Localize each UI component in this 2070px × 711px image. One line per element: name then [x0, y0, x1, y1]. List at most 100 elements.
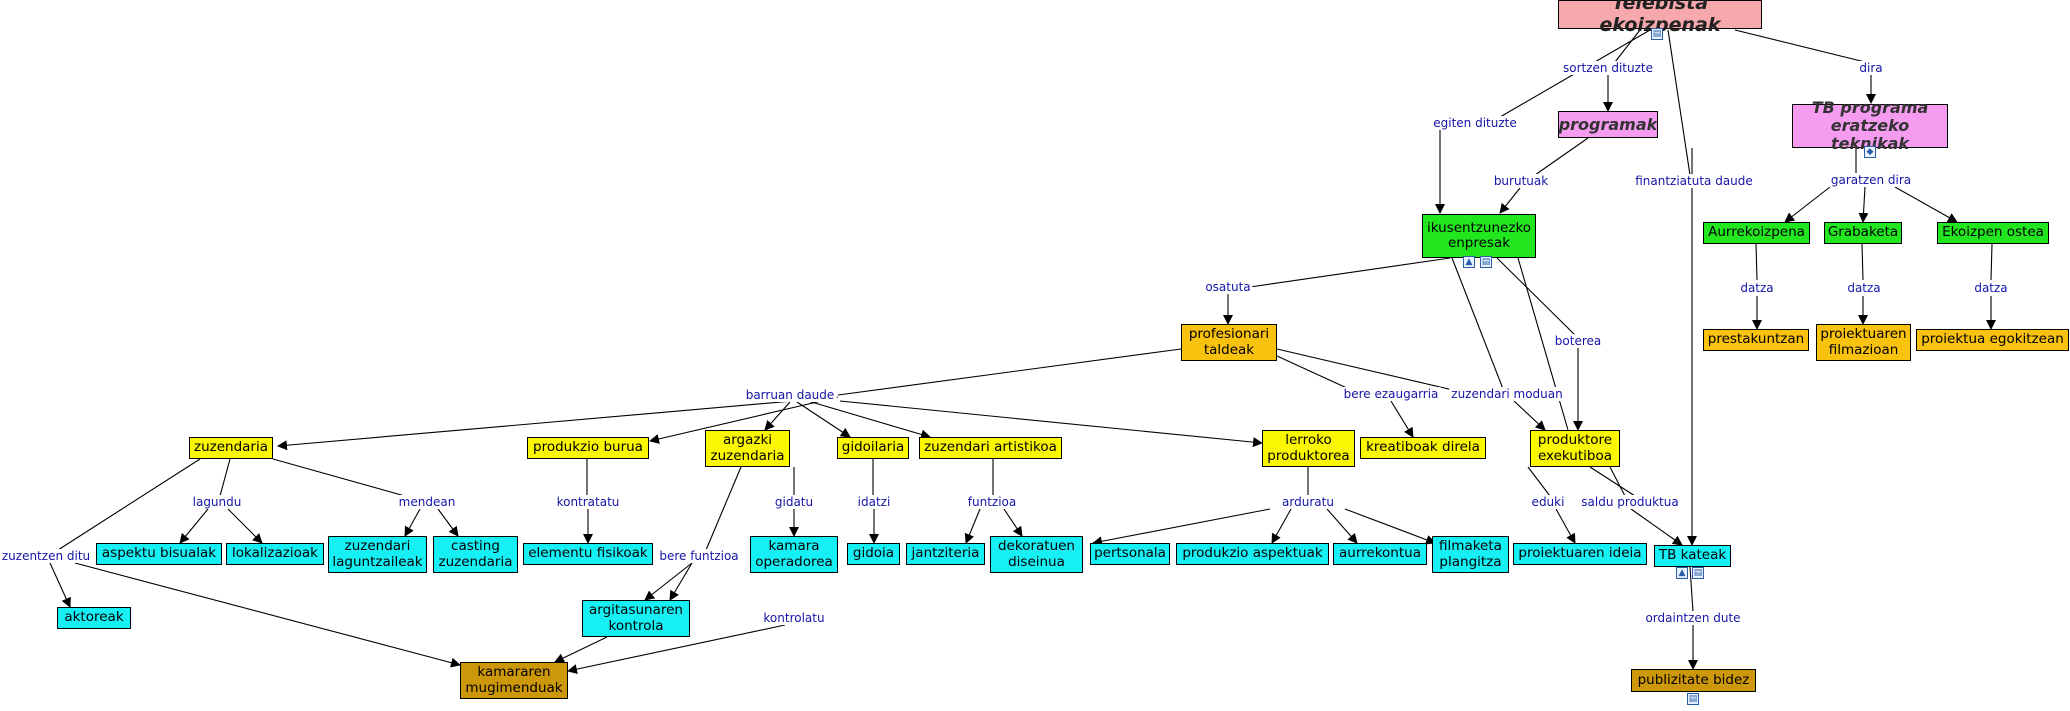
- arrow-connector: [277, 396, 839, 451]
- node-kamararen-mugimenduak[interactable]: kamararen mugimenduak: [460, 662, 568, 699]
- document-icon[interactable]: ▤: [1687, 693, 1699, 705]
- node-ikusentzunezko-enpresak[interactable]: ikusentzunezko enpresak: [1422, 214, 1536, 258]
- line-connector: [1527, 466, 1551, 497]
- link-bere-ezaugarria: bere ezaugarria: [1341, 387, 1441, 401]
- arrow-connector: [644, 562, 693, 601]
- arrow-connector: [404, 508, 421, 537]
- node-zuzendari-laguntzaileak[interactable]: zuzendari laguntzaileak: [328, 536, 427, 573]
- arrow-connector: [1499, 187, 1521, 214]
- arrow-connector: [964, 508, 981, 544]
- arrow-connector: [227, 508, 263, 544]
- node-aurrekoizpena[interactable]: Aurrekoizpena: [1703, 222, 1810, 244]
- node-ekoizpen-ostea[interactable]: Ekoizpen ostea: [1937, 222, 2049, 244]
- node-prestakuntzan[interactable]: prestakuntzan: [1703, 329, 1809, 351]
- arrow-connector: [764, 401, 791, 431]
- arrow-connector: [1513, 400, 1546, 431]
- node-produkzio-burua[interactable]: produkzio burua: [527, 437, 649, 459]
- link-saldu-produktua: saldu produktua: [1579, 495, 1681, 509]
- node-pertsonala[interactable]: pertsonala: [1090, 543, 1170, 565]
- arrow-connector: [839, 400, 1263, 448]
- node-proiektua-egokitzean[interactable]: proiektua egokitzean: [1916, 329, 2069, 351]
- line-connector: [272, 458, 406, 497]
- arrow-connector: [554, 636, 608, 663]
- link-bere-funtzioa: bere funtzioa: [657, 549, 741, 563]
- node-programak[interactable]: programak: [1558, 111, 1658, 138]
- node-gidoilaria[interactable]: gidoilaria: [837, 437, 909, 459]
- line-connector: [1990, 243, 1993, 281]
- node-casting-zuzendaria[interactable]: casting zuzendaria: [433, 536, 518, 573]
- link-idatzi: idatzi: [855, 495, 893, 509]
- link-garatzen-dira: garatzen dira: [1828, 173, 1914, 187]
- node-proiektuaren-filmazioan[interactable]: proiektuaren filmazioan: [1816, 324, 1911, 361]
- link-eduki: eduki: [1529, 495, 1567, 509]
- arrow-connector: [74, 562, 461, 668]
- node-tb-programa-teknikak[interactable]: TB programa eratzeko teknikak: [1792, 99, 1948, 152]
- line-connector: [219, 458, 231, 497]
- node-grabaketa[interactable]: Grabaketa: [1824, 222, 1902, 244]
- link-datza-2: datza: [1845, 281, 1883, 295]
- arrow-connector: [796, 401, 851, 438]
- line-connector: [1689, 566, 1694, 613]
- link-finantziatuta-daude: finantziatuta daude: [1633, 174, 1755, 188]
- node-kreatiboak-direla[interactable]: kreatiboak direla: [1360, 437, 1486, 459]
- arrow-connector: [567, 624, 786, 675]
- node-profesionari-taldeak[interactable]: profesionari taldeak: [1181, 324, 1277, 361]
- node-produkzio-aspektuak[interactable]: produkzio aspektuak: [1176, 543, 1329, 565]
- node-argazki-zuzendaria[interactable]: argazki zuzendaria: [705, 430, 790, 467]
- line-connector: [1614, 29, 1641, 63]
- node-elementu-fisikoak[interactable]: elementu fisikoak: [523, 543, 653, 565]
- link-zuzentzen-ditu: zuzentzen ditu: [0, 549, 93, 563]
- node-aspektu-bisualak[interactable]: aspektu bisualak: [96, 543, 222, 565]
- concept-map-icon[interactable]: ◆: [1864, 146, 1876, 158]
- arrow-connector: [1390, 400, 1414, 438]
- node-aurrekontua[interactable]: aurrekontua: [1333, 543, 1427, 565]
- arrow-connector: [179, 508, 209, 544]
- node-lerroko-produktorea[interactable]: lerroko produktorea: [1262, 430, 1355, 467]
- document-icon[interactable]: ▤: [1692, 567, 1704, 579]
- arrow-connector: [1630, 508, 1683, 546]
- link-datza-3: datza: [1972, 281, 2010, 295]
- node-argitasunaren-kontrola[interactable]: argitasunaren kontrola: [582, 600, 690, 637]
- document-icon[interactable]: ▤: [1651, 28, 1663, 40]
- node-zuzendari-artistikoa[interactable]: zuzendari artistikoa: [919, 437, 1062, 459]
- link-kontrolatu: kontrolatu: [761, 611, 827, 625]
- link-barruan-daude: barruan daude: [743, 388, 837, 402]
- node-tb-kateak[interactable]: TB kateak: [1654, 545, 1731, 567]
- node-proiektuaren-ideia[interactable]: proiektuaren ideia: [1513, 543, 1647, 565]
- line-connector: [1534, 137, 1589, 176]
- arrow-connector: [1784, 186, 1831, 223]
- node-telebista-ekoizpenak[interactable]: Telebista ekoizpenak: [1558, 0, 1762, 35]
- document-icon[interactable]: ▤: [1480, 256, 1492, 268]
- line-connector: [1589, 466, 1636, 497]
- link-datza-1: datza: [1738, 281, 1776, 295]
- node-kamara-operadorea[interactable]: kamara operadorea: [750, 536, 838, 573]
- node-zuzendaria[interactable]: zuzendaria: [189, 437, 273, 459]
- line-connector: [57, 458, 201, 551]
- link-ordaintzen-dute: ordaintzen dute: [1643, 611, 1743, 625]
- arrow-connector: [1858, 186, 1869, 223]
- arrow-connector: [807, 400, 931, 440]
- node-produktore-exekutiboa[interactable]: produktore exekutiboa: [1530, 430, 1620, 467]
- link-mendean: mendean: [396, 495, 458, 509]
- link-funtzioa: funtzioa: [965, 495, 1019, 509]
- arrow-connector: [1894, 186, 1958, 223]
- node-gidoia[interactable]: gidoia: [847, 543, 900, 565]
- line-connector: [837, 348, 1182, 396]
- node-lokalizazioak[interactable]: lokalizazioak: [226, 543, 324, 565]
- node-jantziteria[interactable]: jantziteria: [906, 543, 985, 565]
- line-connector: [1734, 29, 1866, 63]
- image-icon[interactable]: ▲: [1676, 567, 1688, 579]
- image-icon[interactable]: ▲: [1463, 256, 1475, 268]
- line-connector: [1496, 257, 1576, 336]
- arrow-connector: [1271, 508, 1292, 544]
- line-connector: [1861, 243, 1864, 281]
- node-aktoreak[interactable]: aktoreak: [57, 607, 131, 629]
- node-dekoratuen-diseinua[interactable]: dekoratuen diseinua: [990, 536, 1083, 573]
- arrow-connector: [1326, 508, 1358, 544]
- arrow-connector: [1092, 508, 1271, 547]
- node-filmaketa-plangitza[interactable]: filmaketa plangitza: [1432, 536, 1509, 573]
- link-lagundu: lagundu: [190, 495, 244, 509]
- arrow-connector: [1555, 508, 1576, 544]
- node-publizitate-bidez[interactable]: publizitate bidez: [1631, 669, 1756, 692]
